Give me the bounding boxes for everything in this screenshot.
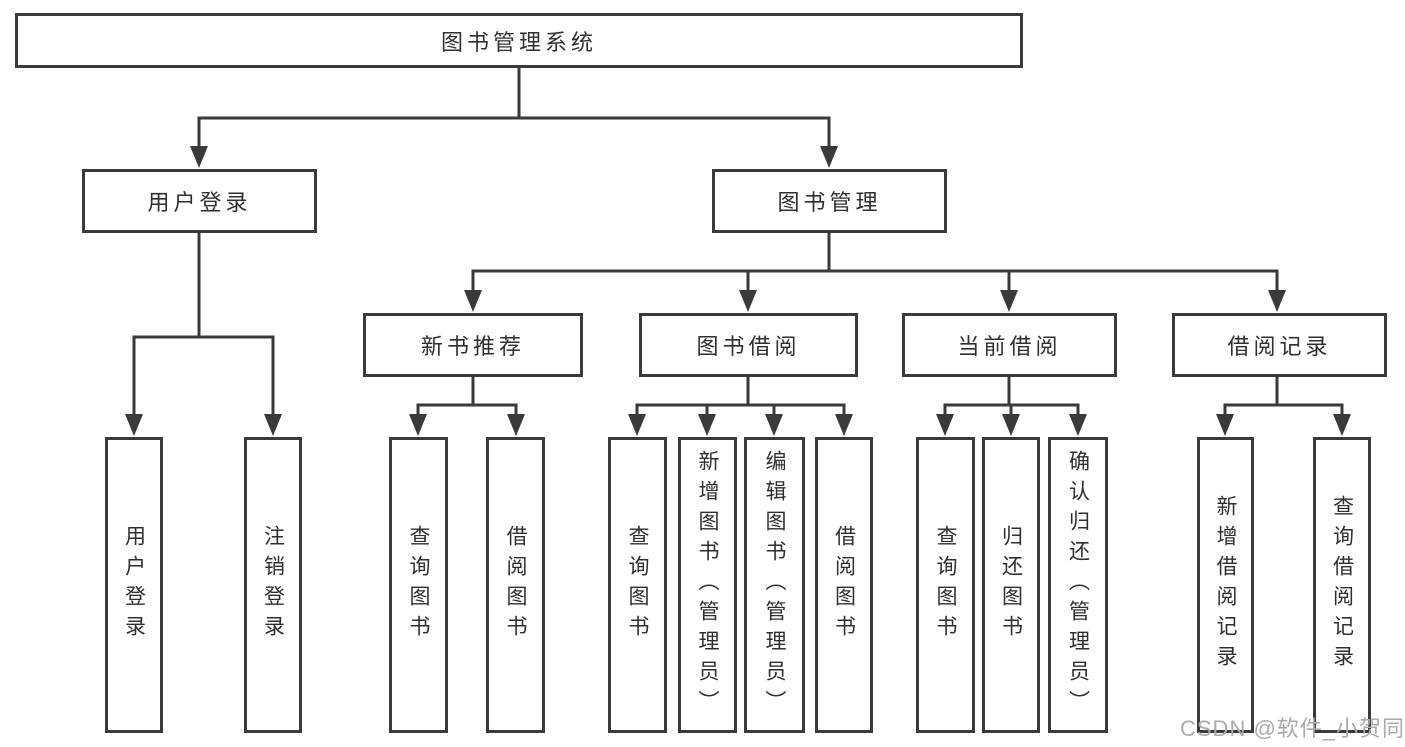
leaf-label: 确认归还（管理员）: [1066, 450, 1090, 720]
leaf-label: 新增借阅记录: [1214, 495, 1237, 675]
node-label: 图书管理: [777, 190, 882, 215]
node-label: 用户登录: [147, 190, 252, 215]
node-book-borrowing: 图书借阅: [639, 313, 858, 377]
leaf-add-borrow-record: 新增借阅记录: [1197, 437, 1254, 733]
leaf-label: 查询借阅记录: [1330, 495, 1354, 675]
leaf-query-books-recommend: 查询图书: [389, 437, 448, 733]
leaf-label: 借阅图书: [832, 525, 856, 645]
node-label: 新书推荐: [420, 334, 525, 359]
node-library-management-system: 图书管理系统: [15, 13, 1023, 68]
leaf-query-borrow-record: 查询借阅记录: [1313, 437, 1371, 733]
node-user-login: 用户登录: [82, 169, 317, 233]
leaf-query-books-borrowing: 查询图书: [608, 437, 667, 733]
leaf-label: 归还图书: [999, 525, 1023, 645]
leaf-add-book-admin: 新增图书（管理员）: [678, 437, 737, 733]
leaf-edit-book-admin: 编辑图书（管理员）: [744, 437, 805, 733]
leaf-borrow-books: 借阅图书: [815, 437, 873, 733]
csdn-watermark: CSDN @软件_小贺同学: [1180, 716, 1405, 741]
node-label: 图书借阅: [696, 334, 801, 359]
node-current-borrowing: 当前借阅: [902, 313, 1117, 377]
leaf-label: 用户登录: [122, 525, 146, 645]
leaf-label: 借阅图书: [504, 525, 527, 645]
leaf-borrow-books-recommend: 借阅图书: [486, 437, 545, 733]
leaf-return-book: 归还图书: [982, 437, 1040, 733]
node-label: 当前借阅: [957, 334, 1062, 359]
leaf-logout: 注销登录: [244, 437, 302, 733]
node-borrowing-records: 借阅记录: [1172, 313, 1387, 377]
leaf-label: 查询图书: [626, 525, 649, 645]
leaf-label: 注销登录: [261, 525, 285, 645]
node-book-management: 图书管理: [712, 169, 947, 233]
leaf-label: 编辑图书（管理员）: [763, 450, 786, 720]
node-label: 借阅记录: [1227, 334, 1332, 359]
leaf-label: 查询图书: [934, 525, 957, 645]
leaf-query-books-current: 查询图书: [916, 437, 975, 733]
leaf-label: 新增图书（管理员）: [696, 450, 719, 720]
node-new-book-recommend: 新书推荐: [363, 313, 583, 377]
leaf-user-login: 用户登录: [105, 437, 163, 733]
leaf-label: 查询图书: [407, 525, 430, 645]
node-label: 图书管理系统: [440, 29, 597, 55]
leaf-confirm-return-admin: 确认归还（管理员）: [1048, 437, 1108, 733]
